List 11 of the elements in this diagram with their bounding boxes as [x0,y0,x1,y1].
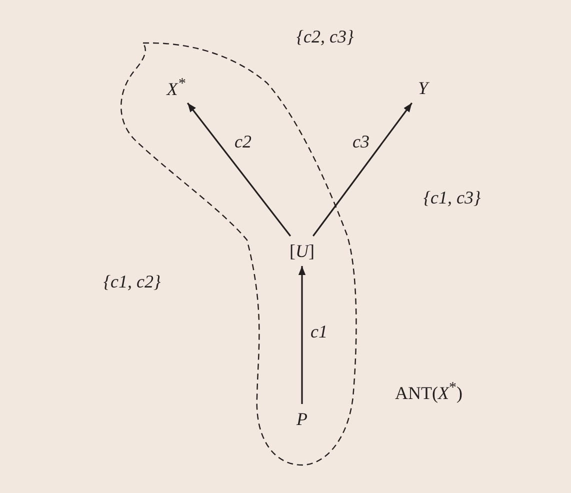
arrow [298,266,306,404]
set-label: {c2, c3} [296,26,354,48]
arrow [186,102,292,236]
variable-label: X$^{*}$ [160,76,192,100]
region-label: ANT(X$^{*}$) [395,380,462,404]
variable-label: P [291,407,313,431]
variable-label: [U] [283,239,321,263]
set-label: {c1, c3} [423,188,481,208]
variable-label: Y [412,76,434,100]
set-label: {c1, c2} [103,272,161,292]
arrow [312,102,412,236]
